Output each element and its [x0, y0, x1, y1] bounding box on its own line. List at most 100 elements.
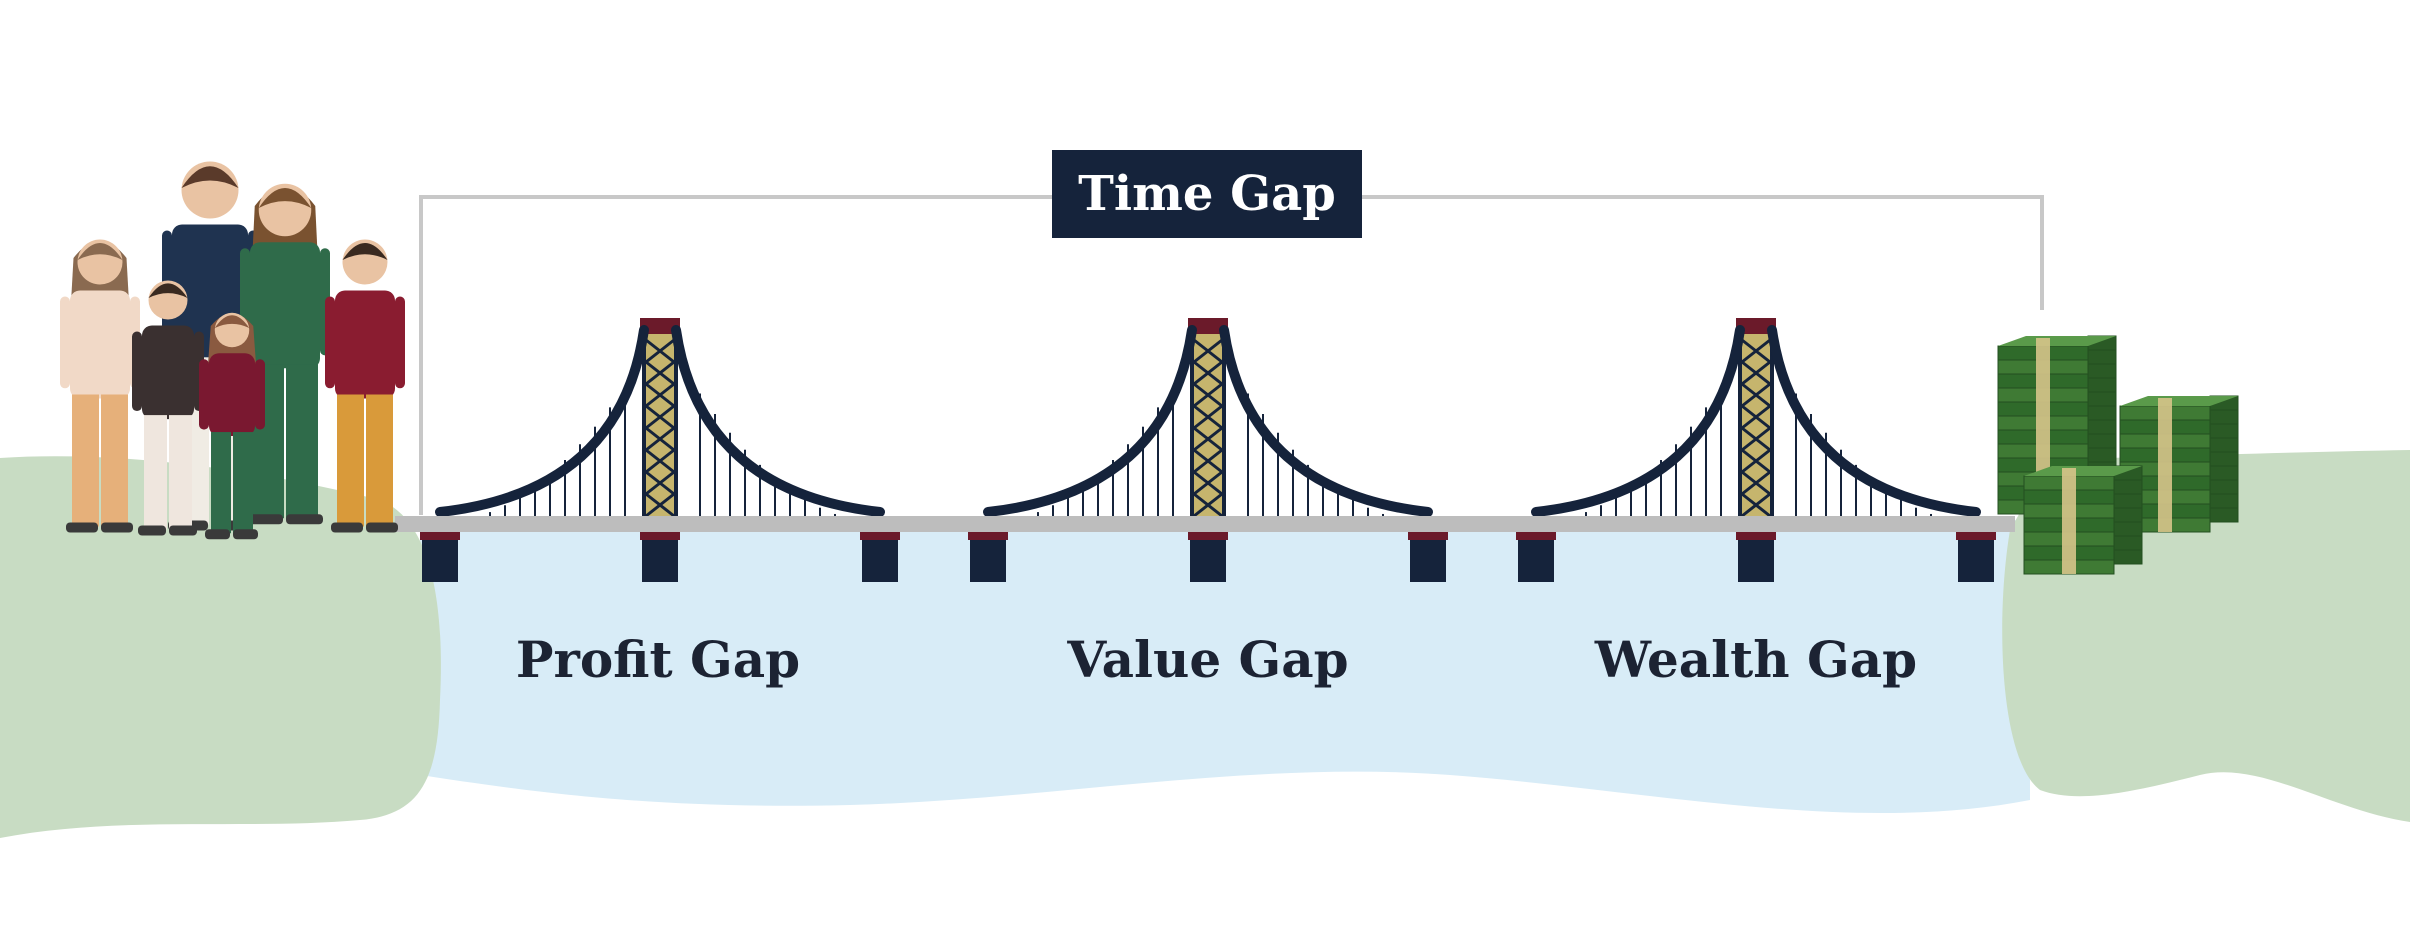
person-hair-top: [181, 166, 239, 188]
person-arm: [255, 359, 265, 430]
money-bill-side: [2087, 447, 2117, 463]
money-bill-side: [2087, 349, 2117, 365]
pier-cap: [640, 532, 680, 540]
money-stack-top: [2120, 396, 2238, 406]
main-cable-left: [435, 325, 649, 517]
person-torso: [70, 290, 130, 399]
person-leg: [72, 394, 99, 527]
person-leg: [169, 415, 192, 530]
person-shoe: [66, 522, 98, 533]
person-leg: [337, 394, 364, 527]
person-hair-top: [77, 243, 123, 260]
tower-edge: [1222, 330, 1226, 522]
bridge-pier: [970, 532, 1006, 582]
person-boy: [325, 239, 405, 533]
time-gap-label: Time Gap: [1078, 166, 1336, 222]
person-torso: [335, 290, 395, 399]
person-shoe: [233, 529, 258, 540]
person-arm: [395, 296, 405, 389]
left-land: [0, 456, 441, 838]
pier-cap: [1516, 532, 1556, 540]
person-shoe: [366, 522, 398, 533]
tower-edge: [1770, 330, 1774, 522]
main-cable-right: [1219, 325, 1433, 517]
water: [420, 520, 2030, 814]
tower-edge: [1738, 330, 1742, 522]
family-illustration: [60, 161, 405, 540]
person-shoe: [138, 525, 166, 536]
person-child: [132, 280, 204, 536]
person-torso: [209, 353, 255, 437]
money-bill-side: [2113, 521, 2143, 537]
bridge-pier: [422, 532, 458, 582]
bridge-deck: [395, 516, 2015, 532]
bridge-pier: [1190, 532, 1226, 582]
person-leg: [286, 364, 318, 519]
money-band: [2062, 468, 2076, 574]
tower-cap: [1188, 318, 1228, 334]
bridge-pier: [1410, 532, 1446, 582]
profit-gap-label: Profit Gap: [515, 630, 801, 689]
suspension-bridge: [395, 318, 2015, 582]
person-mother: [240, 183, 330, 525]
tower-cap: [640, 318, 680, 334]
main-cable-left: [1531, 325, 1745, 517]
money-band: [2158, 398, 2172, 532]
person-little-girl: [199, 312, 265, 540]
money-bill-side: [2209, 423, 2239, 439]
person-shoe: [286, 514, 323, 525]
bridge-pier: [642, 532, 678, 582]
person-leg: [366, 394, 393, 527]
bridge-pier: [1518, 532, 1554, 582]
money-stack-top: [1998, 336, 2116, 346]
time-gap-box: [1052, 150, 1362, 238]
tower-edge: [674, 330, 678, 522]
tower-lattice: [1193, 338, 1223, 518]
bridge-pier: [862, 532, 898, 582]
pier-cap: [968, 532, 1008, 540]
money-bill-side: [2113, 493, 2143, 509]
person-girl: [60, 239, 140, 533]
money-bill-side: [2087, 377, 2117, 393]
pier-cap: [1408, 532, 1448, 540]
money-stack: [2119, 395, 2239, 533]
pier-cap: [1956, 532, 1996, 540]
pier-cap: [1188, 532, 1228, 540]
money-stack-top: [2024, 466, 2142, 476]
money-bill-side: [2087, 391, 2117, 407]
wealth-gap-label: Wealth Gap: [1594, 630, 1918, 689]
money-bill-side: [2209, 493, 2239, 509]
money-bill-side: [2209, 465, 2239, 481]
money-bill-side: [2087, 433, 2117, 449]
person-shoe: [331, 522, 363, 533]
pier-cap: [420, 532, 460, 540]
money-bill-side: [2113, 507, 2143, 523]
person-leg: [211, 432, 231, 534]
main-cable-right: [671, 325, 885, 517]
person-shoe: [169, 525, 197, 536]
money-bill-side: [2209, 451, 2239, 467]
money-bill-side: [2209, 479, 2239, 495]
money-bill-side: [2113, 479, 2143, 495]
money-bill-side: [2209, 409, 2239, 425]
value-gap-label: Value Gap: [1067, 630, 1349, 689]
money-bill-side: [2113, 535, 2143, 551]
person-hair-top: [148, 283, 188, 298]
person-leg: [144, 415, 167, 530]
money-bill-side: [2209, 437, 2239, 453]
person-torso: [250, 242, 320, 369]
money-bill-side: [2087, 363, 2117, 379]
tower-edge: [642, 330, 646, 522]
person-arm: [325, 296, 335, 389]
money-stack-icon: [1997, 335, 2239, 575]
tower-cap: [1736, 318, 1776, 334]
person-shoe: [101, 522, 133, 533]
person-hair-top: [258, 188, 312, 208]
tower-lattice: [1741, 338, 1771, 518]
person-leg: [233, 432, 253, 534]
money-stack: [2023, 465, 2143, 575]
money-bill-side: [2087, 419, 2117, 435]
person-arm: [199, 359, 209, 430]
